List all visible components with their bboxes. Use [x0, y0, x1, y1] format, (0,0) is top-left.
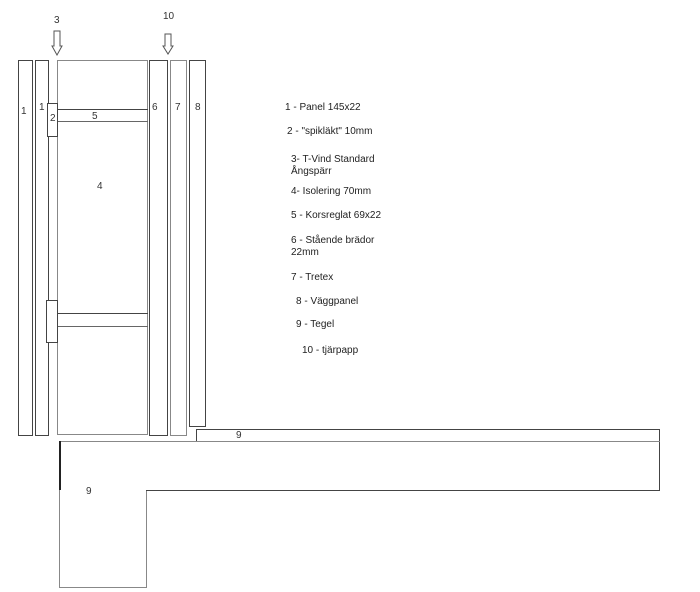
legend-item-8: 8 - Väggpanel	[296, 296, 359, 307]
furring-strip-2	[47, 103, 58, 137]
batten-5-bottom-line	[57, 121, 148, 122]
legend-item-3-line2: Ångspärr	[291, 166, 332, 177]
wall-panel-8	[189, 60, 206, 427]
batten-5b-bottom-line	[57, 326, 148, 327]
brick-block-9	[59, 441, 147, 588]
label-9: 9	[86, 486, 92, 497]
arrow-label-10: 10	[163, 11, 175, 22]
brick-band-top-line	[146, 441, 660, 442]
arrow-label-3: 3	[54, 15, 60, 26]
legend-item-6: 6 - Stående brädor	[291, 235, 375, 246]
label-8: 8	[195, 102, 201, 113]
panel-1-outer	[18, 60, 33, 436]
label-2: 2	[50, 113, 56, 124]
legend-item-10: 10 - tjärpapp	[302, 345, 359, 356]
legend-item-3: 3- T-Vind Standard	[291, 154, 375, 165]
brick-band-9	[146, 441, 660, 491]
down-arrow-icon	[162, 33, 174, 55]
standing-boards-6	[149, 60, 168, 436]
insulation-4	[57, 60, 148, 435]
label-1: 1	[39, 102, 45, 113]
down-arrow-icon	[51, 30, 63, 56]
label-4: 4	[97, 181, 103, 192]
legend-item-1: 1 - Panel 145x22	[285, 102, 361, 113]
batten-5b-top-line	[57, 313, 148, 314]
brick-edge-line	[59, 441, 61, 490]
legend-item-5: 5 - Korsreglat 69x22	[291, 210, 382, 221]
panel-1-inner	[35, 60, 49, 436]
legend-item-4: 4- Isolering 70mm	[291, 186, 372, 197]
label-5: 5	[92, 111, 98, 122]
legend-item-2: 2 - "spikläkt" 10mm	[287, 126, 373, 137]
label-1: 1	[21, 106, 27, 117]
label-6: 6	[152, 102, 158, 113]
label-9: 9	[236, 430, 242, 441]
furring-strip-2b	[46, 300, 58, 343]
legend-item-7: 7 - Tretex	[291, 272, 334, 283]
tretex-7	[170, 60, 187, 436]
batten-5-top-line	[57, 109, 148, 110]
label-7: 7	[175, 102, 181, 113]
legend-item-6-line2: 22mm	[291, 247, 319, 258]
legend-item-9: 9 - Tegel	[296, 319, 335, 330]
